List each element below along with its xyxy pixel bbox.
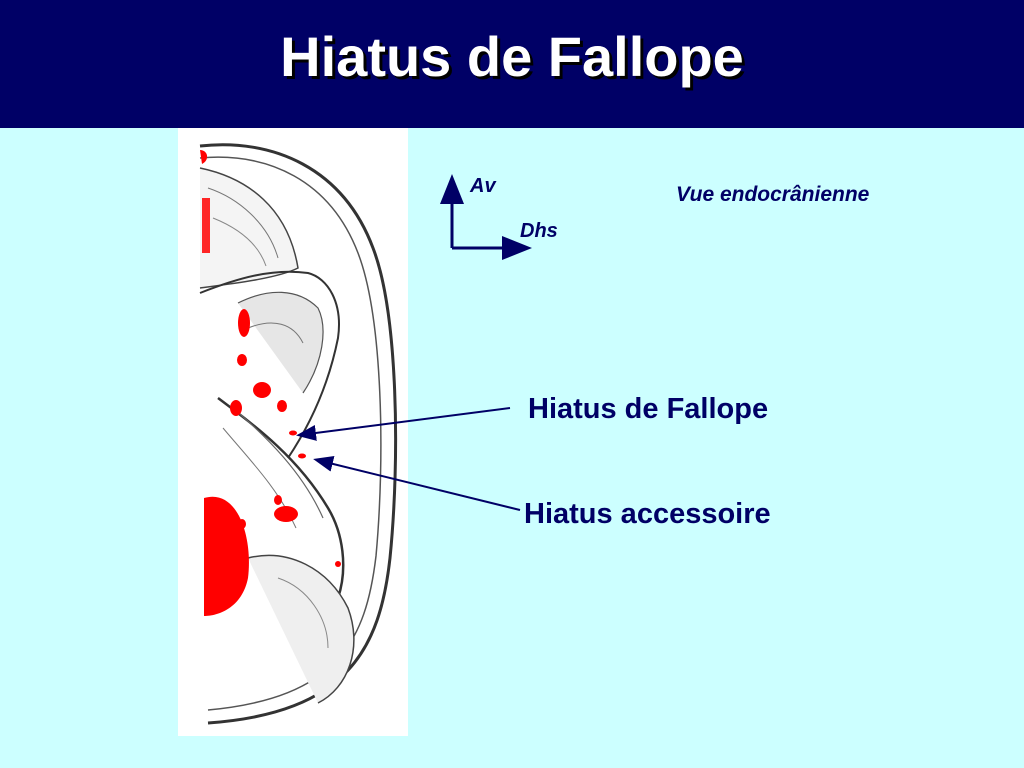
title-bar: Hiatus de Fallope [0, 0, 1024, 128]
view-label: Vue endocrânienne [676, 183, 870, 206]
skull-base-drawing [199, 143, 398, 725]
slide-title: Hiatus de Fallope [280, 25, 744, 88]
label-hiatus-fallope: Hiatus de Fallope [528, 393, 769, 425]
anatomy-figure [178, 128, 408, 736]
axis-right-label: Dhs [520, 220, 558, 242]
label-hiatus-accessoire: Hiatus accessoire [524, 498, 771, 530]
axis-up-label: Av [470, 175, 496, 197]
